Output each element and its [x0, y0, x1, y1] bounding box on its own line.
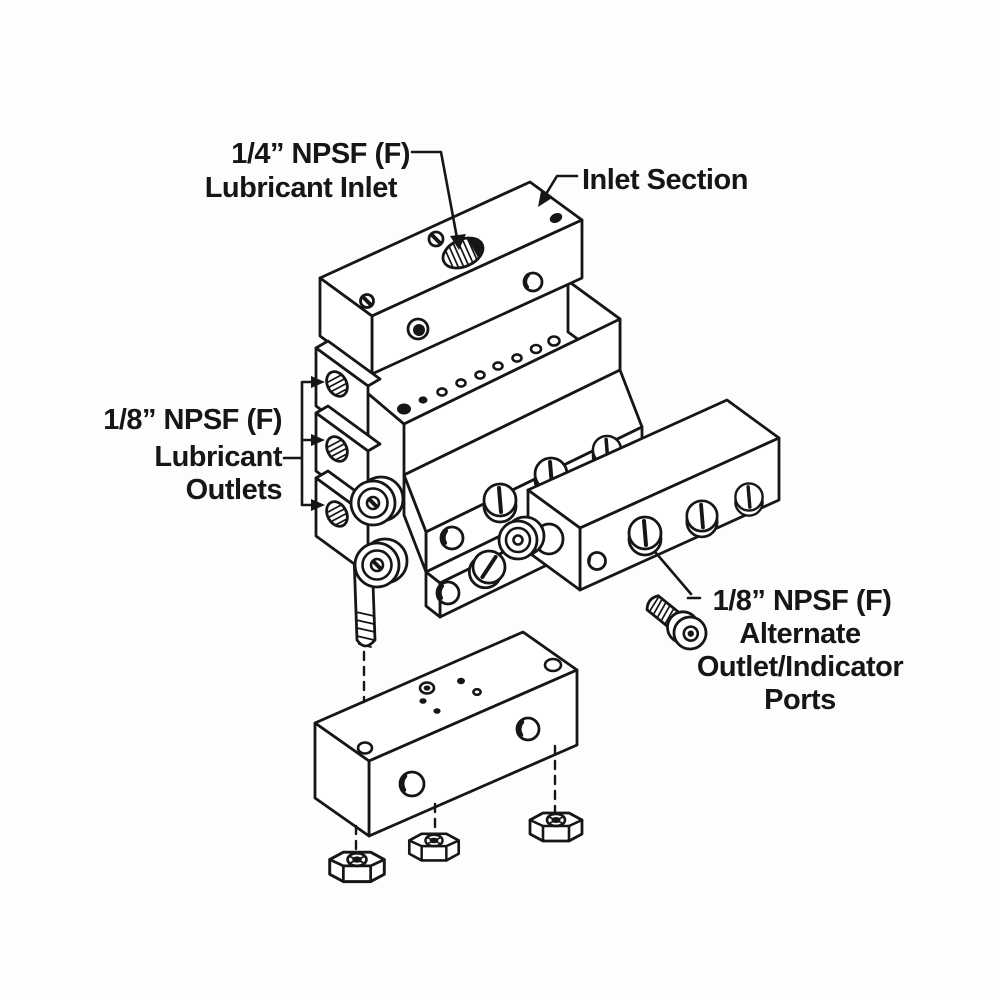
leader-alternate-ports: [654, 551, 702, 600]
top-face-hole: [549, 213, 563, 223]
mounting-screw-icon: [359, 293, 375, 309]
corner-bolt-hole: [356, 741, 374, 755]
outlet-port-block: [314, 339, 382, 446]
front-face-hole: [515, 716, 541, 742]
outlet-port-blocks: [314, 339, 382, 576]
hex-nut: [328, 850, 386, 884]
hex-nut: [528, 811, 584, 843]
outlet-port-thread: [325, 435, 349, 463]
alternate-port-screw: [627, 515, 663, 557]
manifold-base-block: [350, 279, 622, 477]
front-face-hole: [398, 770, 426, 798]
label-lubricant-outlets-line1: 1/8” NPSF (F): [103, 404, 282, 436]
label-inlet-section-text: Inlet Section: [582, 164, 748, 196]
label-lubricant-inlet-line1: 1/4” NPSF (F): [231, 138, 410, 170]
top-face-hole-cluster: [418, 677, 482, 714]
outlet-port-thread: [325, 500, 349, 528]
mounting-screw-icon: [427, 230, 445, 248]
hex-nut: [407, 832, 461, 862]
label-inlet-section: Inlet Section: [582, 164, 748, 196]
piston-cap: [497, 515, 546, 561]
front-face-hole: [439, 525, 465, 551]
socket-head-plug: [645, 594, 708, 651]
label-alternate-ports: 1/8” NPSF (F) Alternate Outlet/Indicator…: [697, 585, 904, 716]
front-face-hole: [522, 271, 544, 293]
label-alternate-ports-line4: Ports: [764, 684, 836, 716]
label-lubricant-outlets-line2: Lubricant: [154, 441, 282, 473]
front-face-hole: [435, 580, 461, 606]
label-lubricant-outlets-line3: Outlets: [186, 474, 282, 506]
alternate-port-screw: [733, 481, 765, 518]
inlet-section-block: [318, 180, 584, 376]
piston-cap: [349, 475, 405, 527]
label-alternate-ports-line3: Outlet/Indicator: [697, 651, 904, 683]
check-screw: [482, 482, 518, 524]
outlet-port-block: [314, 404, 382, 511]
leader-lubricant-inlet: [410, 150, 466, 250]
piston-cap: [353, 537, 409, 589]
alternate-section-block: [526, 398, 781, 592]
outlet-port-thread: [325, 370, 349, 398]
label-alternate-ports-line1: 1/8” NPSF (F): [713, 585, 892, 617]
label-lubricant-outlets: 1/8” NPSF (F) Lubricant Outlets: [103, 404, 283, 506]
leader-inlet-section: [538, 174, 579, 207]
alternate-port-screw: [684, 498, 720, 539]
label-alternate-ports-line2: Alternate: [739, 618, 861, 650]
label-lubricant-inlet-line2: Lubricant Inlet: [205, 172, 398, 204]
front-face-hole: [587, 551, 607, 571]
leader-lubricant-outlets: [282, 376, 325, 511]
lubricant-inlet-port: [441, 236, 485, 270]
tie-rod-hole-row: [397, 335, 561, 415]
corner-bolt-hole: [543, 657, 563, 673]
front-face-hole: [406, 317, 430, 341]
end-plate-block: [313, 630, 579, 838]
label-lubricant-inlet: 1/4” NPSF (F) Lubricant Inlet: [205, 138, 411, 204]
